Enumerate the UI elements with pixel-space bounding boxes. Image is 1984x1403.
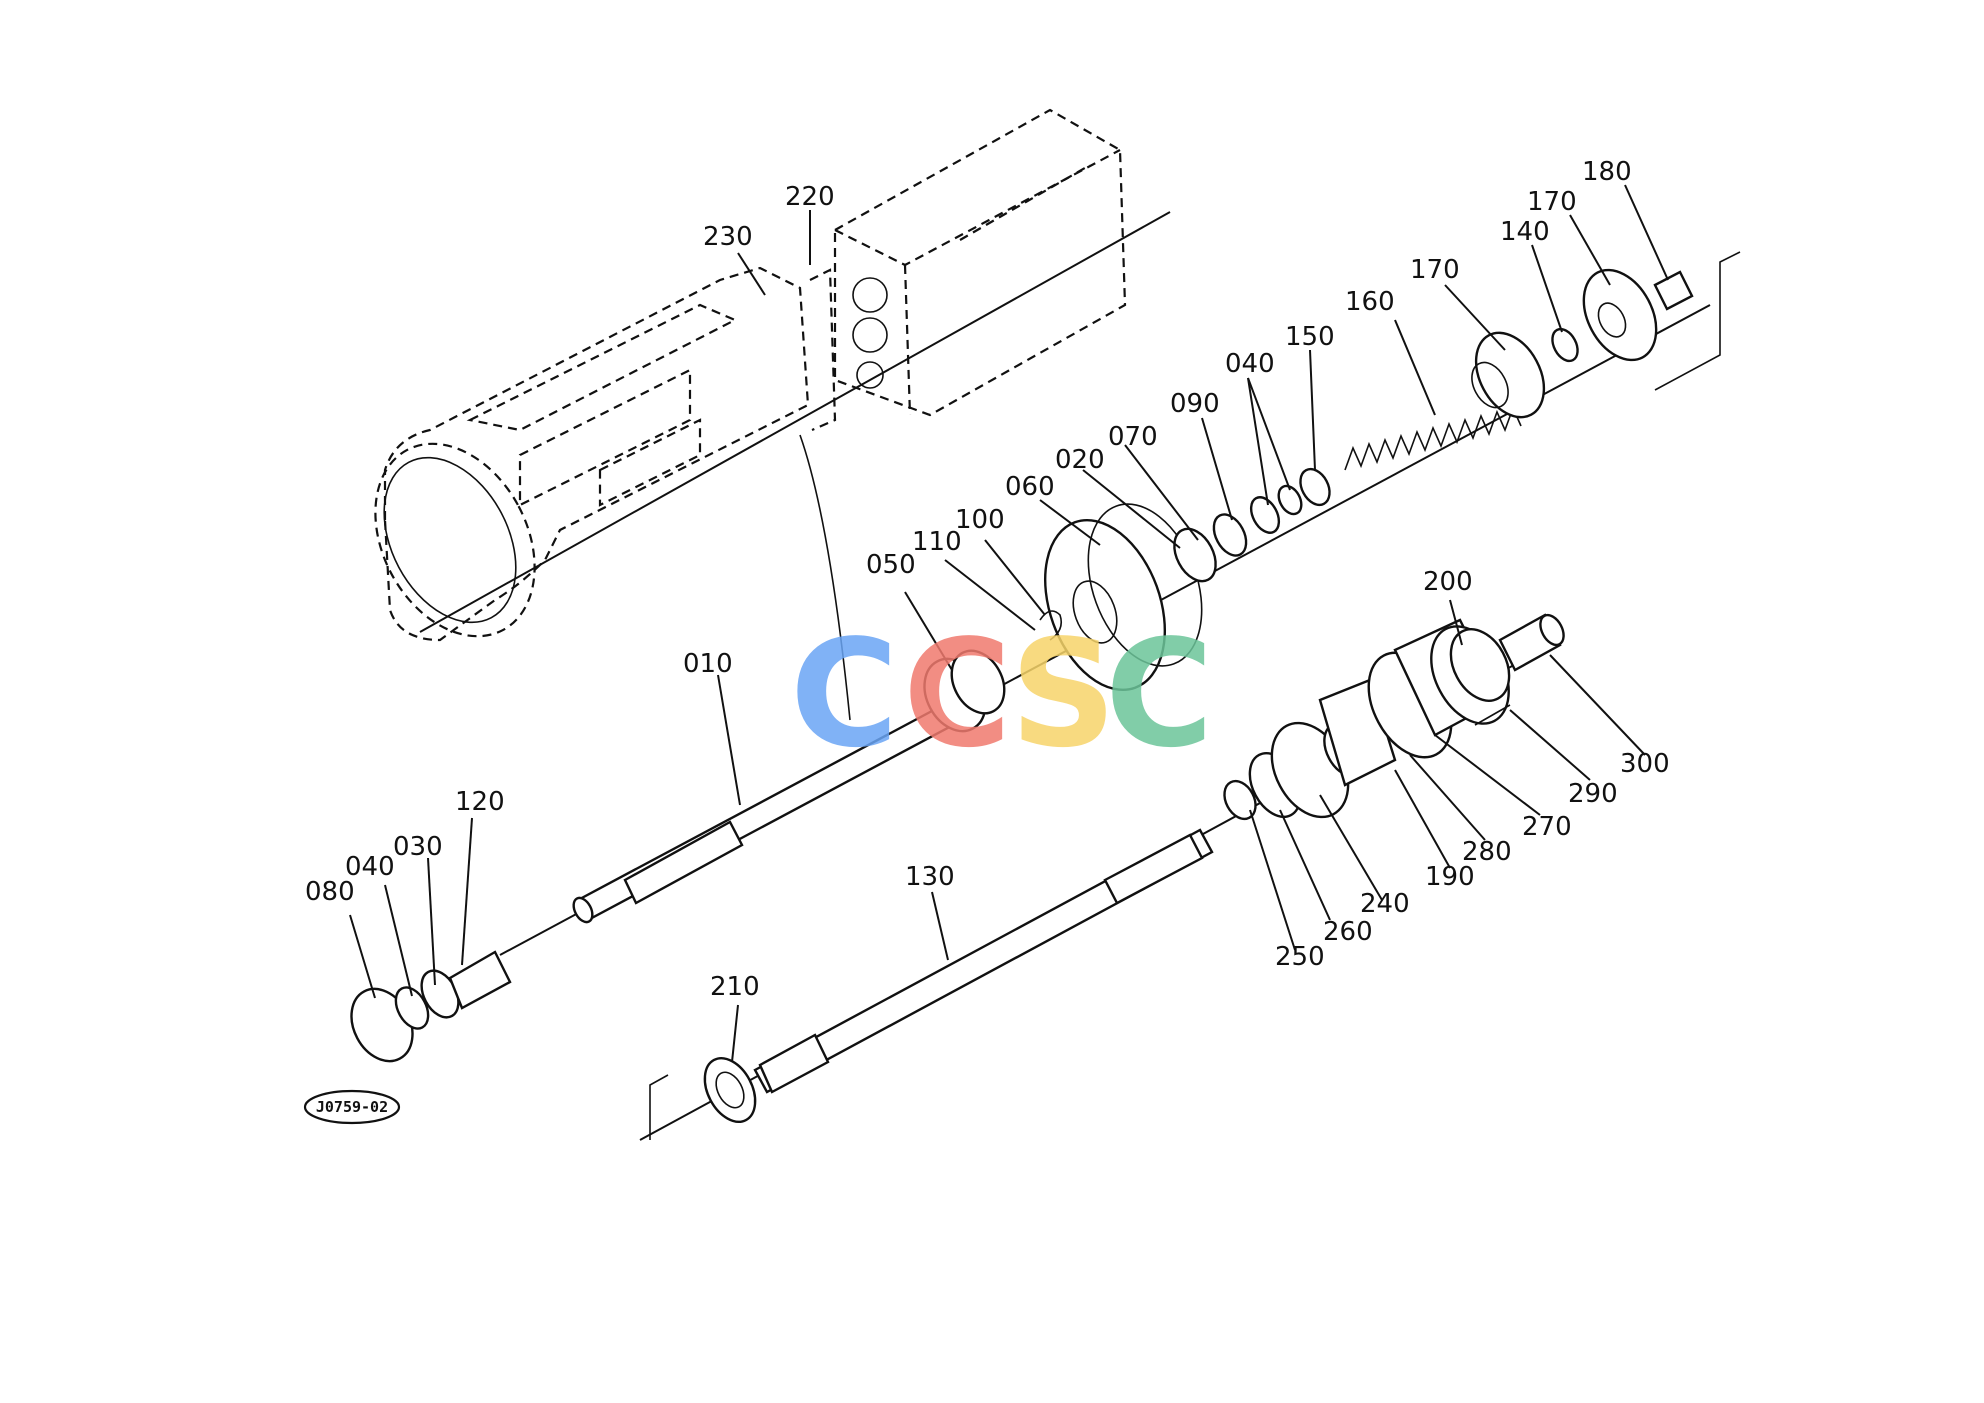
callout-110: 110 (912, 527, 962, 557)
callout-160: 160 (1345, 287, 1395, 317)
callout-090: 090 (1170, 389, 1220, 419)
callout-230: 230 (703, 222, 753, 252)
callout-130: 130 (905, 862, 955, 892)
callout-060: 060 (1005, 472, 1055, 502)
watermark-letter: S (1010, 608, 1117, 780)
callout-220: 220 (785, 182, 835, 212)
callout-010: 010 (683, 649, 733, 679)
callout-240: 240 (1360, 889, 1410, 919)
callout-270: 270 (1522, 812, 1572, 842)
callout-020: 020 (1055, 445, 1105, 475)
watermark-letter: C (790, 608, 899, 780)
callout-labels: 010 020 030 040 040 050 060 070 080 090 … (305, 157, 1670, 1002)
callout-190: 190 (1425, 862, 1475, 892)
watermark-logo: C C S C (790, 608, 1214, 780)
callout-040: 040 (1225, 349, 1275, 379)
callout-170: 170 (1410, 255, 1460, 285)
callout-210: 210 (710, 972, 760, 1002)
callout-050: 050 (866, 550, 916, 580)
callout-250: 250 (1275, 942, 1325, 972)
callout-120: 120 (455, 787, 505, 817)
upper-shaft-assembly (350, 251, 1741, 1063)
callout-170: 170 (1527, 187, 1577, 217)
transmission-housing (374, 108, 1171, 721)
callout-290: 290 (1568, 779, 1618, 809)
callout-100: 100 (955, 505, 1005, 535)
callout-030: 030 (393, 832, 443, 862)
callout-070: 070 (1108, 422, 1158, 452)
watermark-letter: C (1105, 608, 1214, 780)
callout-140: 140 (1500, 217, 1550, 247)
callout-150: 150 (1285, 322, 1335, 352)
callout-180: 180 (1582, 157, 1632, 187)
leader-lines (349, 184, 1669, 1063)
lower-shaft-assembly (639, 613, 1565, 1141)
callout-040: 040 (345, 852, 395, 882)
callout-260: 260 (1323, 917, 1373, 947)
reference-code-badge: J0759-02 (303, 1089, 401, 1125)
reference-code: J0759-02 (316, 1098, 388, 1116)
callout-200: 200 (1423, 567, 1473, 597)
callout-300: 300 (1620, 749, 1670, 779)
callout-080: 080 (305, 877, 355, 907)
callout-280: 280 (1462, 837, 1512, 867)
watermark-letter: C (903, 608, 1012, 780)
